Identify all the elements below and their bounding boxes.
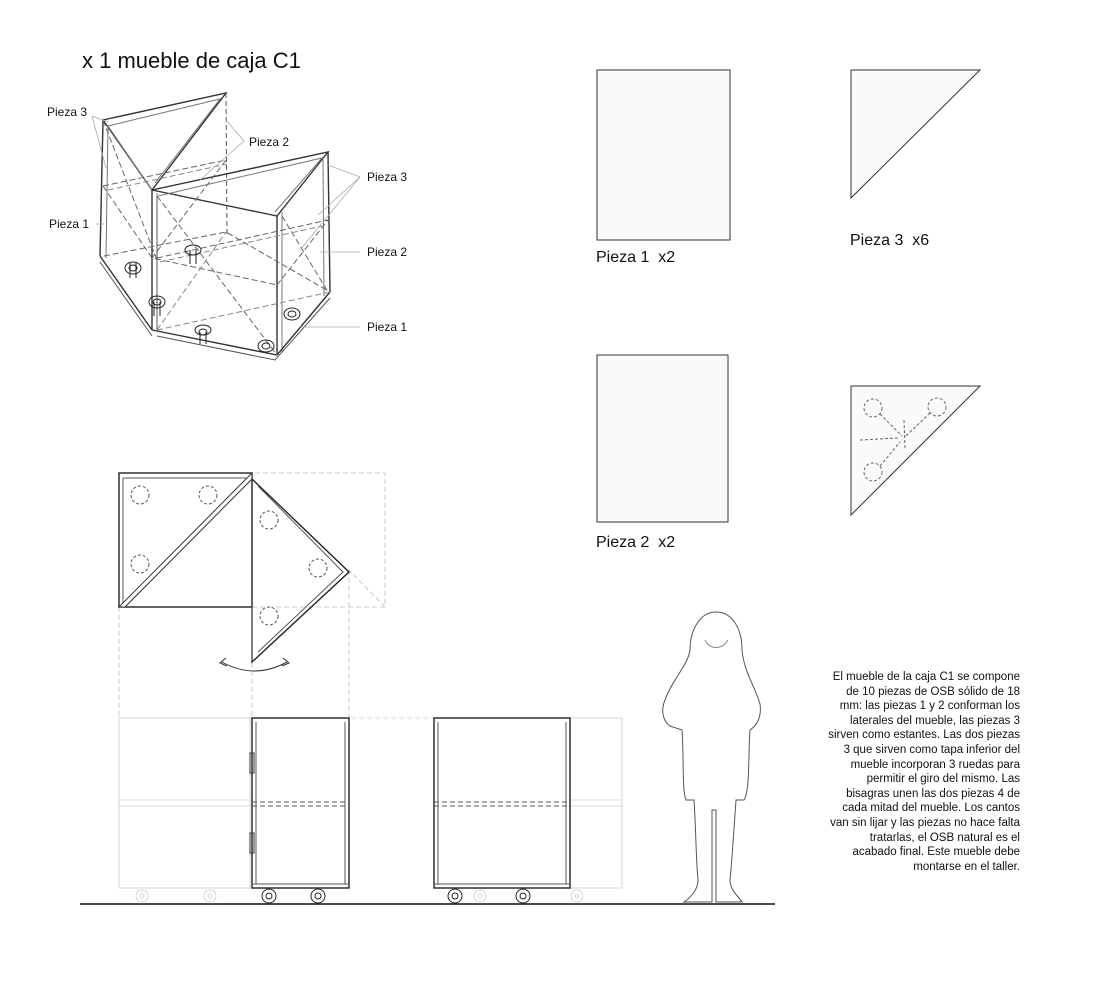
pieza-2-rect — [596, 354, 729, 523]
sheet-title: x 1 mueble de caja C1 — [82, 48, 301, 73]
pieza-3-wheels-triangle — [850, 385, 982, 517]
axonometric-view — [91, 91, 361, 361]
pieza-3-triangle — [850, 69, 982, 200]
human-figure-icon — [662, 611, 761, 903]
wheel-icon — [124, 261, 142, 278]
wheel-icon — [257, 339, 275, 353]
label-pieza-3-left: Pieza 3 — [47, 105, 87, 119]
pieza-2-label: Pieza 2 x2 — [596, 534, 675, 551]
label-pieza-2-right: Pieza 2 — [367, 245, 407, 259]
elevation-wheels — [261, 888, 531, 904]
pieza-1-rect — [596, 69, 731, 241]
wheel-icon — [184, 244, 202, 264]
label-pieza-1-left: Pieza 1 — [49, 217, 89, 231]
elevation-view — [80, 717, 775, 905]
leader-lines — [91, 115, 361, 328]
wheel-icon — [194, 324, 212, 344]
pieza-3-label: Pieza 3 x6 — [850, 232, 929, 249]
label-pieza-1-right: Pieza 1 — [367, 320, 407, 334]
wheel-icon — [148, 295, 166, 316]
label-pieza-2-top: Pieza 2 — [249, 135, 289, 149]
pieza-1-label: Pieza 1 x2 — [596, 249, 675, 266]
label-pieza-3-right: Pieza 3 — [367, 170, 407, 184]
wheel-icon — [283, 307, 301, 321]
plan-view — [117, 471, 386, 718]
description-text: El mueble de la caja C1 se compone de 10… — [828, 671, 1020, 873]
